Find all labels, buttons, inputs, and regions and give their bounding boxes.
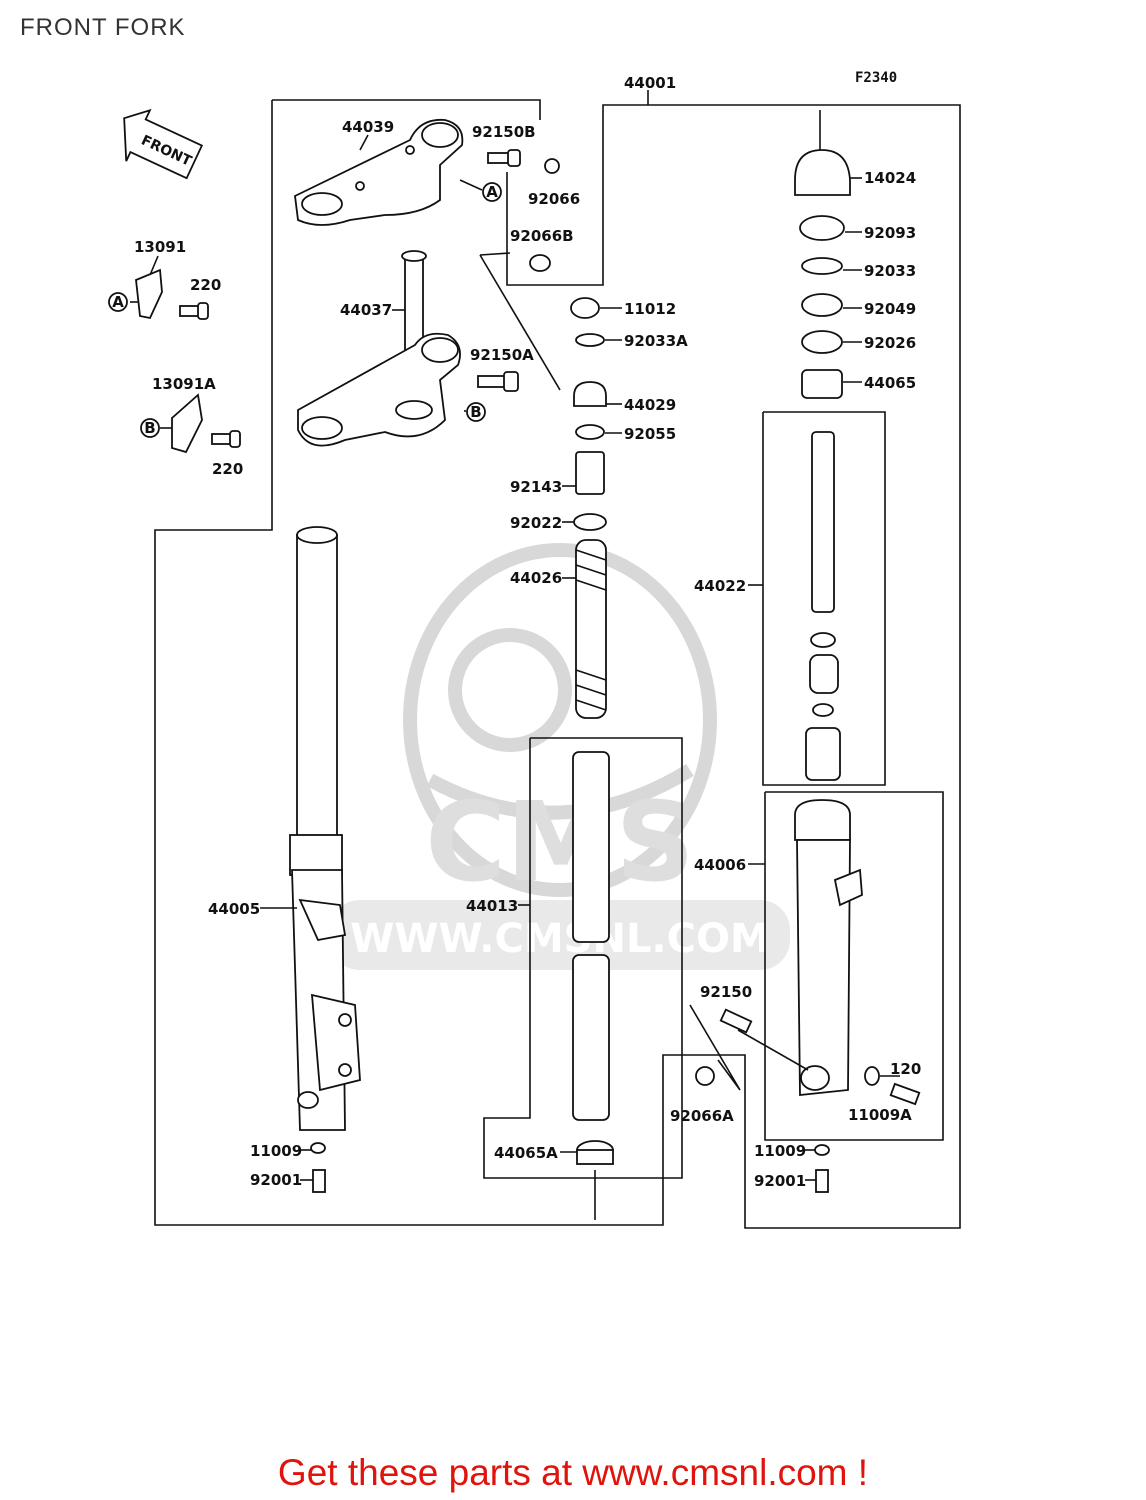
label-92066A: 92066A <box>670 1107 734 1125</box>
bracket-13091 <box>135 268 163 320</box>
label-11009-left: 11009 <box>250 1142 302 1160</box>
bracket-44013 <box>483 737 683 1179</box>
label-92055: 92055 <box>624 425 676 443</box>
label-11012: 11012 <box>624 300 676 318</box>
label-92150A: 92150A <box>470 346 534 364</box>
fork-leg-44006 <box>794 799 863 1096</box>
label-44001: 44001 <box>624 74 676 92</box>
cmsnl-promo-link[interactable]: Get these parts at www.cmsnl.com ! <box>277 1452 869 1493</box>
label-92033A: 92033A <box>624 332 688 350</box>
svg-text:A: A <box>486 183 498 201</box>
svg-text:B: B <box>470 403 481 421</box>
right-parts-column <box>794 110 851 781</box>
label-92022: 92022 <box>510 514 562 532</box>
label-92143: 92143 <box>510 478 562 496</box>
bracket-44006 <box>764 791 944 1141</box>
front-direction-arrow: FRONT <box>123 108 204 180</box>
label-11009-right: 11009 <box>754 1142 806 1160</box>
bolt-220-a <box>179 302 209 320</box>
label-44065A: 44065A <box>494 1144 558 1162</box>
label-220-b: 220 <box>212 460 243 478</box>
bolt-92150B <box>487 149 521 167</box>
label-92150B: 92150B <box>472 123 536 141</box>
label-92033: 92033 <box>864 262 916 280</box>
leader-lines <box>130 134 900 1181</box>
part-number-labels: 44001 44039 92150B 92066 92066B 13091 22… <box>134 74 921 1190</box>
label-44006: 44006 <box>694 856 746 874</box>
bracket-44022 <box>762 411 886 786</box>
bolt-92150 <box>719 1008 753 1034</box>
page-title: FRONT FORK <box>20 14 186 41</box>
label-92093: 92093 <box>864 224 916 242</box>
label-13091: 13091 <box>134 238 186 256</box>
label-44029: 44029 <box>624 396 676 414</box>
label-44005: 44005 <box>208 900 260 918</box>
label-92150: 92150 <box>700 983 752 1001</box>
bolt-92150A <box>477 371 519 392</box>
svg-text:A: A <box>112 293 124 311</box>
reference-marker-a1: A <box>108 292 128 312</box>
reference-marker-b1: B <box>140 418 160 438</box>
cap-92066B <box>529 254 551 272</box>
watermark-url: WWW.CMSNL.COM <box>350 916 770 962</box>
label-11009A: 11009A <box>848 1106 912 1124</box>
washer-92066A <box>695 1066 715 1086</box>
bracket-13091A <box>171 393 203 454</box>
reference-marker-a2: A <box>482 182 502 202</box>
label-92066B: 92066B <box>510 227 574 245</box>
label-220-a: 220 <box>190 276 221 294</box>
watermark-brand: CMS <box>425 778 694 906</box>
label-14024: 14024 <box>864 169 916 187</box>
bolt-220-b <box>211 430 241 448</box>
label-44039: 44039 <box>342 118 394 136</box>
label-44037: 44037 <box>340 301 392 319</box>
washer-92066 <box>544 158 560 174</box>
label-92001-left: 92001 <box>250 1171 302 1189</box>
label-92066: 92066 <box>528 190 580 208</box>
svg-text:B: B <box>144 419 155 437</box>
fork-leg-44005 <box>289 526 361 1131</box>
right-lower-hardware <box>814 1066 921 1193</box>
label-92049: 92049 <box>864 300 916 318</box>
label-92026: 92026 <box>864 334 916 352</box>
label-120: 120 <box>890 1060 921 1078</box>
assembly-outline-44001 <box>154 90 961 1229</box>
label-44022: 44022 <box>694 577 746 595</box>
steering-stem-lower-clamp <box>297 250 461 447</box>
center-parts-column <box>570 297 614 1220</box>
washer-bolt-left <box>310 1142 326 1193</box>
label-44013: 44013 <box>466 897 518 915</box>
label-13091A: 13091A <box>152 375 216 393</box>
cms-watermark-logo: CMS WWW.CMSNL.COM <box>330 543 790 970</box>
upper-triple-clamp <box>294 118 464 226</box>
label-44065: 44065 <box>864 374 916 392</box>
label-92001-right: 92001 <box>754 1172 806 1190</box>
label-44026: 44026 <box>510 569 562 587</box>
diagram-code: F2340 <box>855 70 897 86</box>
reference-marker-b2: B <box>466 402 486 422</box>
